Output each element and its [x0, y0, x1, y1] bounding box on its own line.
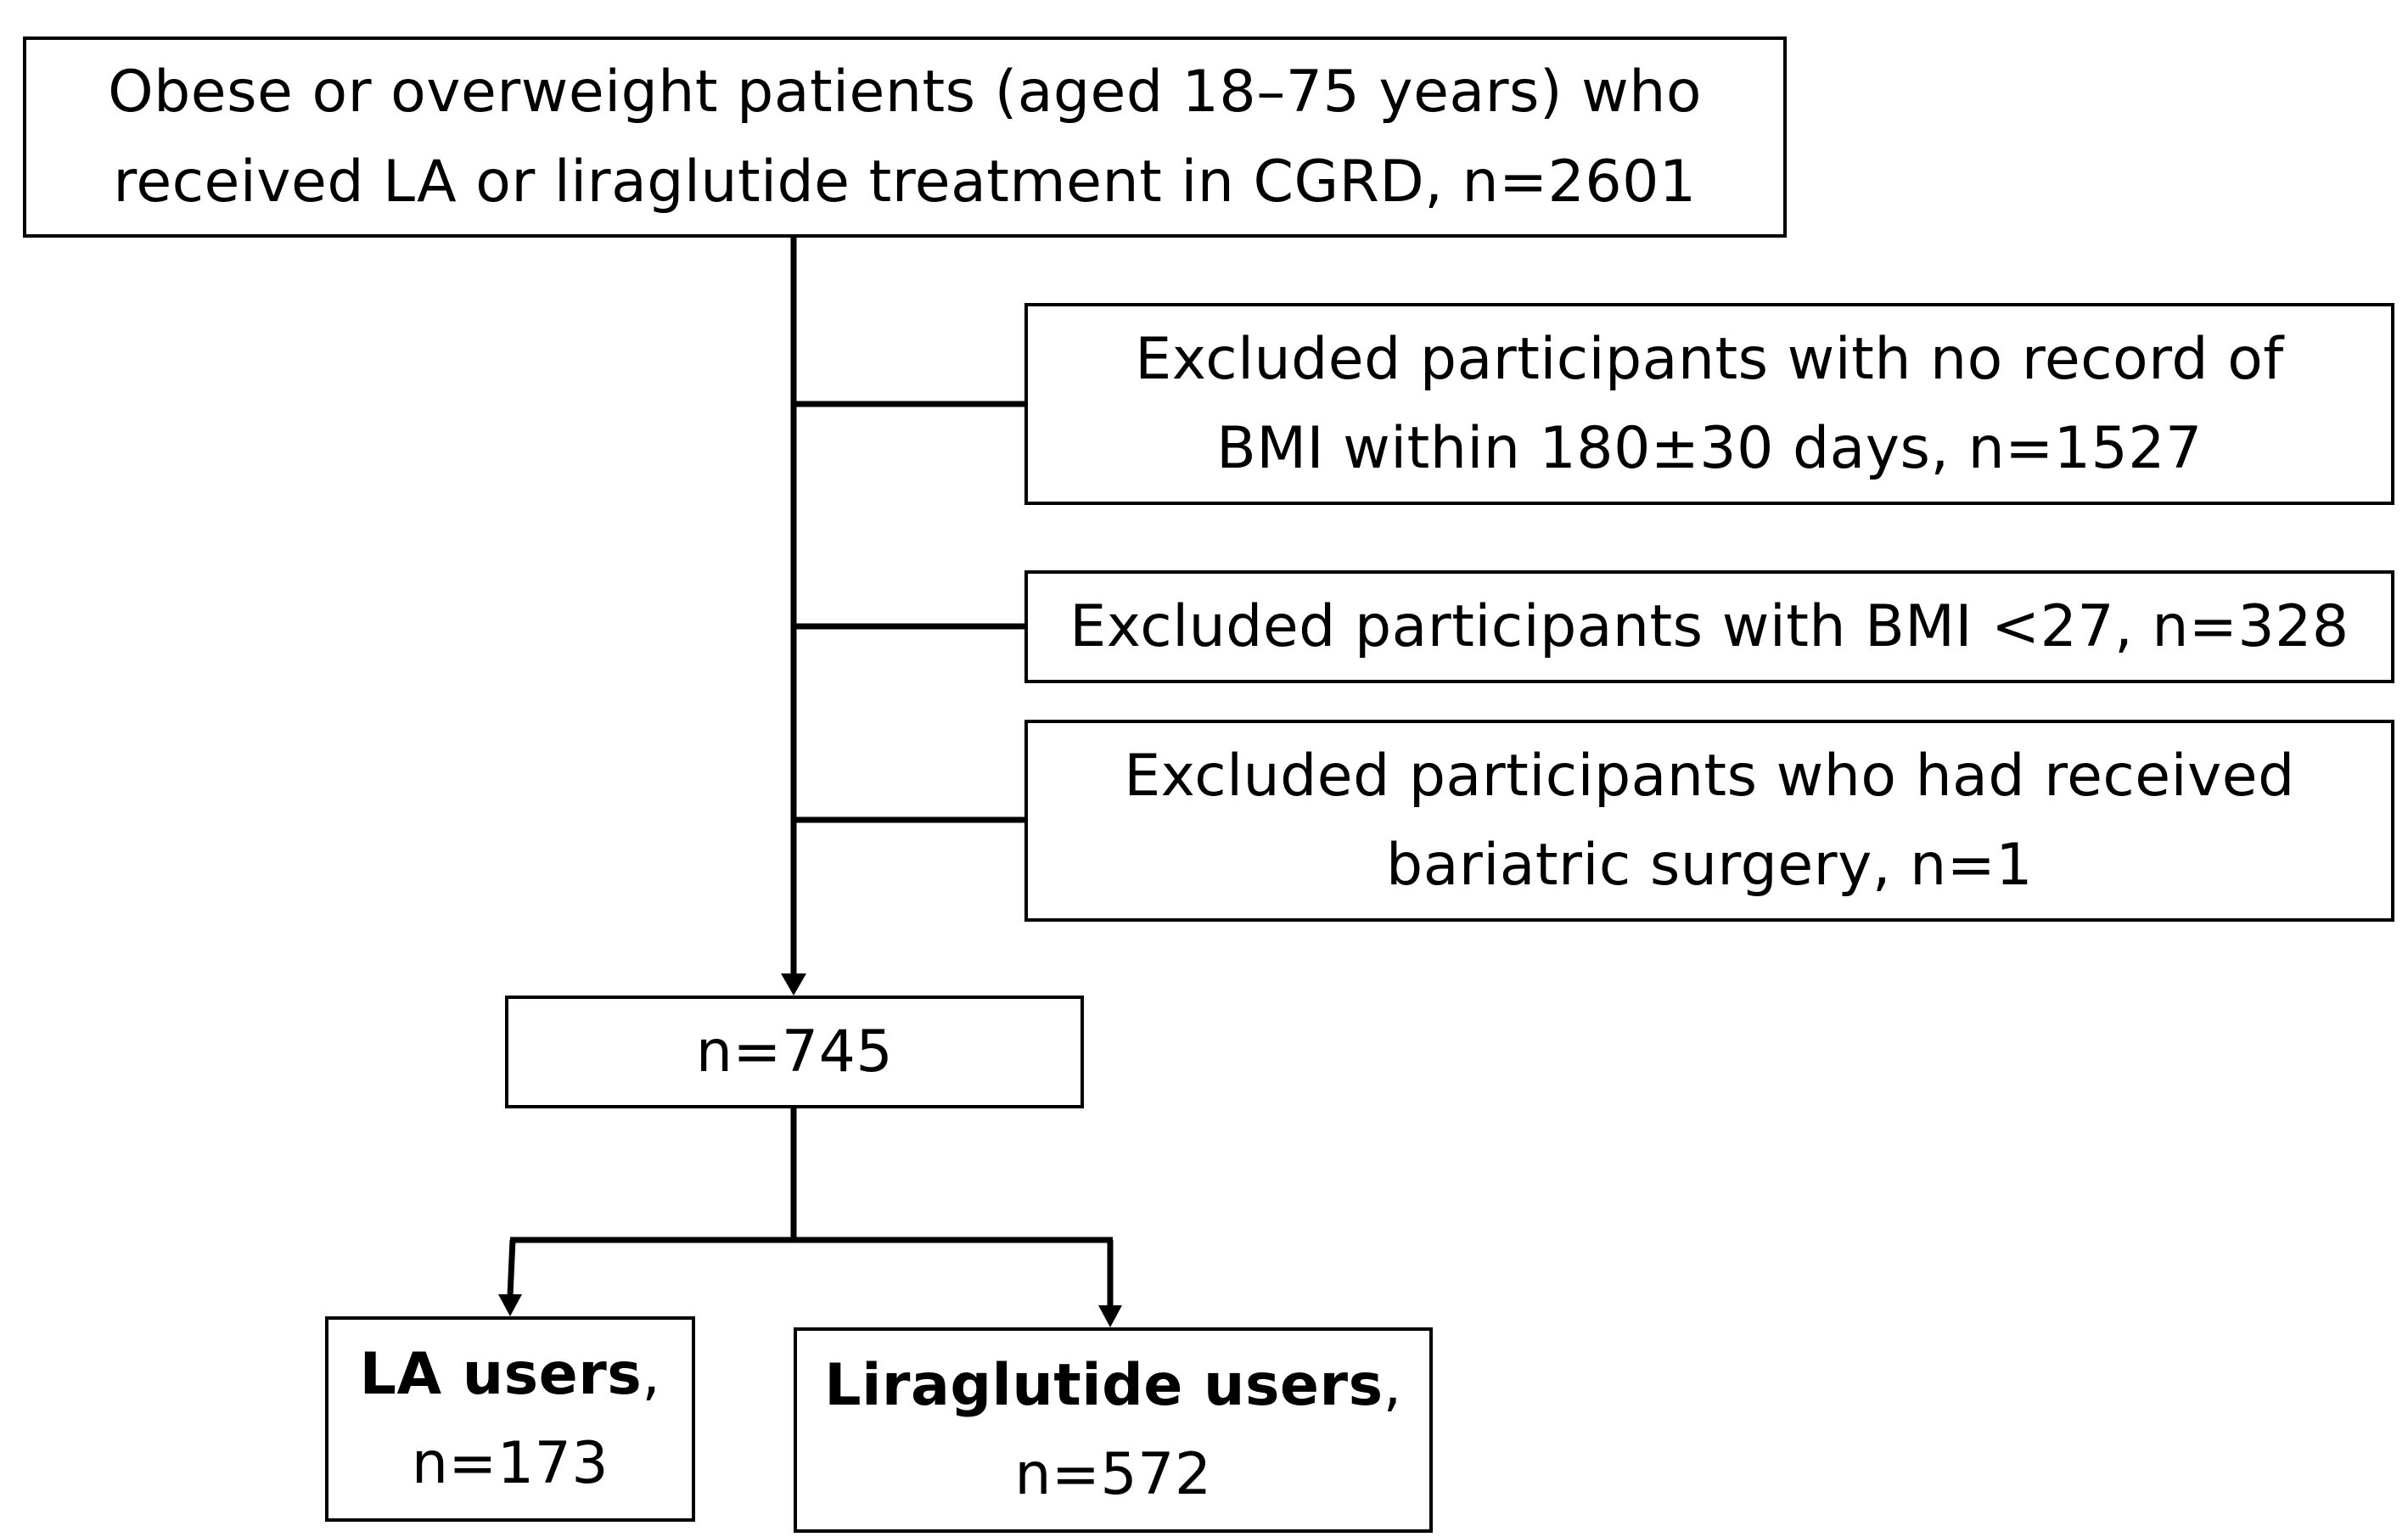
exclusion-no-bmi-line-2: BMI within 180±30 days, n=1527 — [1216, 415, 2203, 482]
exclusion-bariatric-line-1: Excluded participants who had received — [1124, 742, 2295, 810]
la-users-title: LA users — [359, 1340, 643, 1408]
liraglutide-users-comma: , — [1383, 1351, 1402, 1419]
arrow-to-la-box — [498, 1294, 522, 1316]
la-users-count: n=173 — [411, 1430, 609, 1497]
total-patients-line-2: received LA or liraglutide treatment in … — [113, 148, 1697, 216]
final-cohort-count: n=745 — [695, 1018, 894, 1085]
split-left-down-line — [507, 1239, 516, 1297]
total-patients-line-1: Obese or overweight patients (aged 18–75… — [108, 59, 1702, 126]
exclusion-low-bmi-box: Excluded participants with BMI <27, n=32… — [1024, 570, 2394, 683]
liraglutide-users-title: Liraglutide users — [824, 1351, 1384, 1419]
la-users-comma: , — [642, 1340, 661, 1408]
total-patients-box: Obese or overweight patients (aged 18–75… — [23, 36, 1787, 238]
final-cohort-box: n=745 — [505, 996, 1084, 1108]
exclusion-low-bmi-line-1: Excluded participants with BMI <27, n=32… — [1069, 592, 2349, 660]
la-users-title-line: LA users, — [360, 1330, 661, 1419]
arrow-to-liraglutide-box — [1098, 1305, 1122, 1327]
exclusion-bariatric-box: Excluded participants who had received b… — [1024, 720, 2394, 922]
exclusion-bariatric-line-2: bariatric surgery, n=1 — [1386, 832, 2033, 899]
liraglutide-users-title-line: Liraglutide users, — [824, 1341, 1401, 1430]
exclusion-no-bmi-line-1: Excluded participants with no record of — [1135, 325, 2284, 393]
liraglutide-users-count: n=572 — [1014, 1441, 1212, 1508]
la-users-box: LA users, n=173 — [325, 1316, 695, 1522]
exclusion-no-bmi-box: Excluded participants with no record of … — [1024, 303, 2394, 505]
arrow-to-final-box — [781, 973, 806, 996]
liraglutide-users-box: Liraglutide users, n=572 — [794, 1327, 1433, 1533]
